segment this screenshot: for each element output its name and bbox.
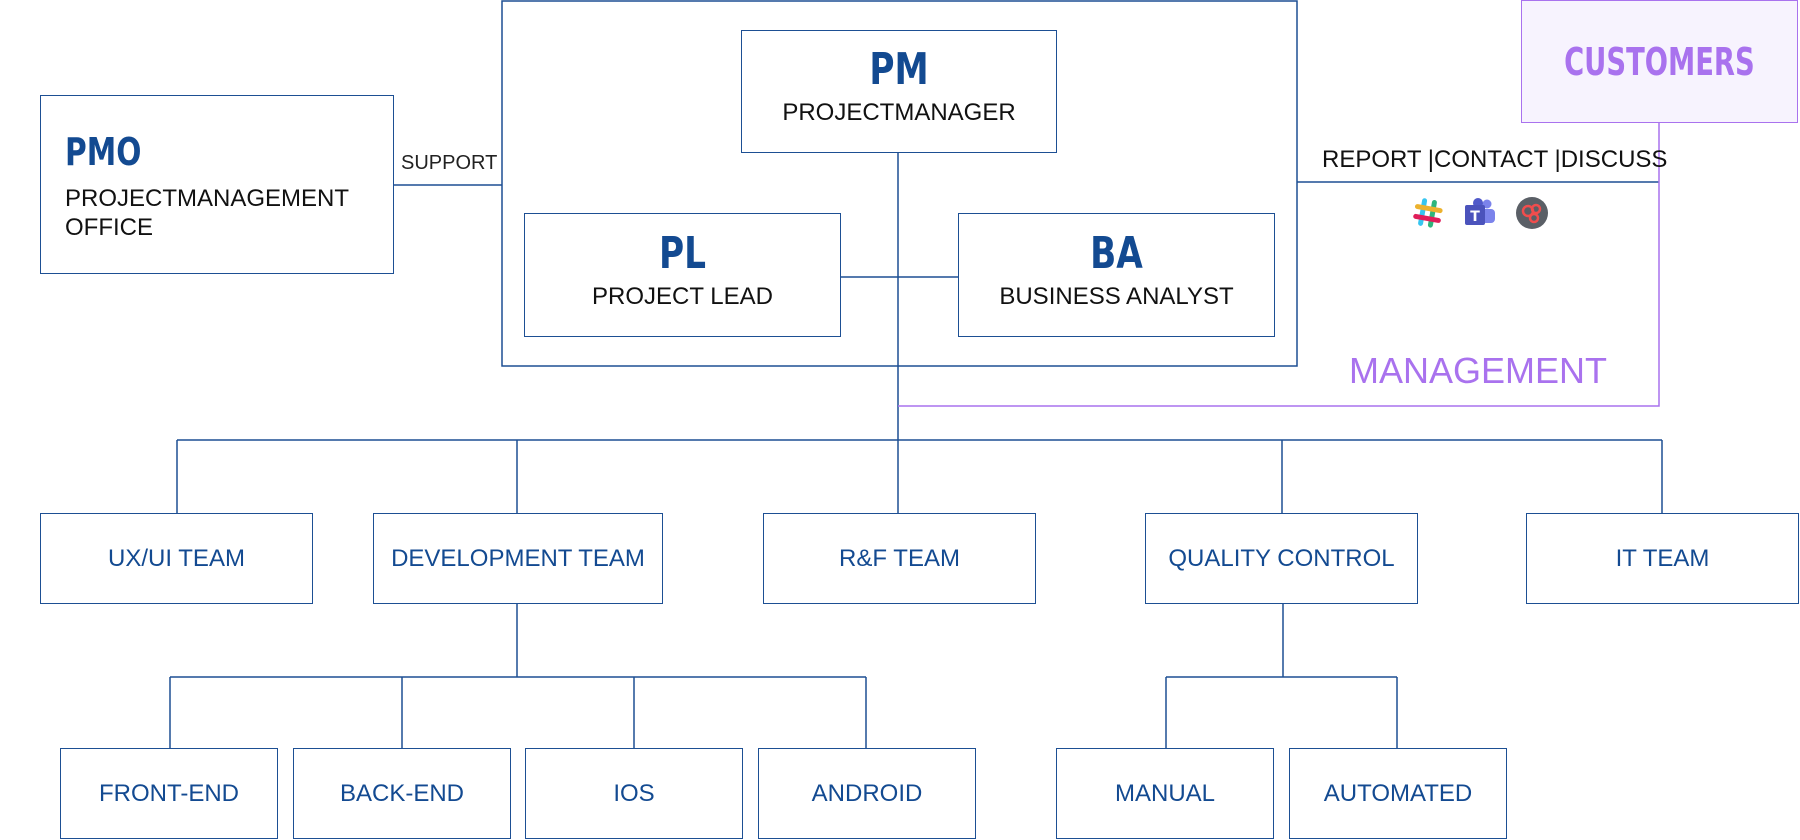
pl-box: PL PROJECT LEAD [524,213,841,337]
management-label: MANAGEMENT [1349,350,1608,391]
pm-full-title: PROJECTMANAGER [782,99,1016,126]
pm-abbr: PM [869,44,929,95]
teams-icon: T [1463,196,1497,230]
svg-text:T: T [1470,209,1480,225]
subteam-manual: MANUAL [1056,748,1274,839]
customers-box: CUSTOMERS [1521,0,1798,123]
team-uxui: UX/UI TEAM [40,513,313,604]
management-purple-frame [898,123,1660,407]
support-label: SUPPORT [401,152,498,174]
subteam-android: ANDROID [758,748,976,839]
pl-abbr: PL [658,228,707,279]
slack-icon [1411,196,1445,230]
management-frame [501,0,1298,367]
team-it: IT TEAM [1526,513,1799,604]
customers-label: CUSTOMERS [1564,39,1755,84]
ba-full-title: BUSINESS ANALYST [999,283,1234,310]
pmo-box: PMO PROJECTMANAGEMENT OFFICE [40,95,394,274]
pmo-full-line1: PROJECTMANAGEMENT [65,185,350,212]
ba-abbr: BA [1090,228,1143,279]
pm-box: PM PROJECTMANAGER [741,30,1057,153]
pmo-abbr: PMO [65,130,142,174]
pmo-full-line2: OFFICE [65,214,153,241]
report-contact-discuss-label: REPORT |CONTACT |DISCUSS [1322,146,1668,173]
team-quality-control: QUALITY CONTROL [1145,513,1418,604]
subteam-front-end: FRONT-END [60,748,278,839]
subteam-back-end: BACK-END [293,748,511,839]
meeting-app-icon [1515,196,1549,230]
pl-full-title: PROJECT LEAD [592,283,773,310]
subteam-ios: IOS [525,748,743,839]
ba-box: BA BUSINESS ANALYST [958,213,1275,337]
team-development: DEVELOPMENT TEAM [373,513,663,604]
subteam-automated: AUTOMATED [1289,748,1507,839]
team-rf: R&F TEAM [763,513,1036,604]
